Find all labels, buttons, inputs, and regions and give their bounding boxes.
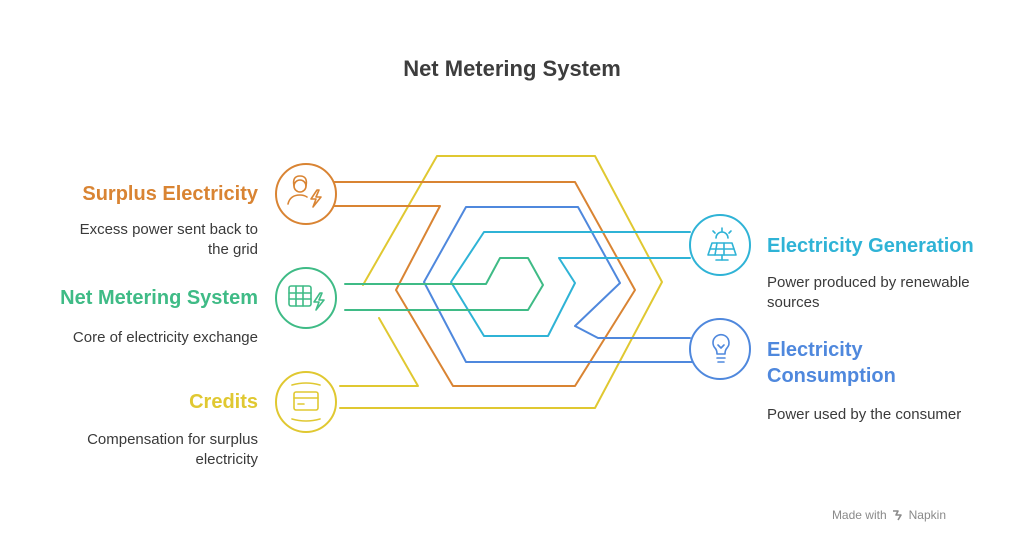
credits-description: Compensation for surplus electricity <box>87 431 258 468</box>
generation-description: Power produced by renewable sources <box>767 274 970 311</box>
net-metering-flow-line <box>344 257 544 311</box>
person-lightning-icon <box>287 175 322 208</box>
footer-credit: Made with Napkin <box>832 508 946 522</box>
credits-node <box>275 371 337 433</box>
credits-label: Credits <box>189 391 258 413</box>
credits-return-line <box>339 317 419 387</box>
generation-flow-line <box>450 231 691 337</box>
consumption-node <box>689 318 751 380</box>
credit-card-icon <box>291 382 321 422</box>
footer-text: Made with <box>831 508 887 522</box>
surplus-node <box>275 163 337 225</box>
surplus-description: Excess power sent back to the grid <box>79 221 258 258</box>
consumption-label: Electricity Consumption <box>767 339 896 387</box>
napkin-logo-icon <box>892 510 902 521</box>
consumption-description: Power used by the consumer <box>767 406 962 423</box>
net-metering-label: Net Metering System <box>60 287 258 309</box>
consumption-flow-line <box>423 206 698 363</box>
generation-label: Electricity Generation <box>767 235 974 257</box>
footer-brand: Napkin <box>908 508 946 522</box>
net-metering-node <box>275 267 337 329</box>
solar-panel-icon <box>707 227 737 261</box>
surplus-flow-line <box>329 181 636 387</box>
net-metering-description: Core of electricity exchange <box>72 329 258 346</box>
credits-flow-line <box>339 155 663 409</box>
generation-node <box>689 214 751 276</box>
grid-lightning-icon <box>288 285 325 311</box>
light-bulb-icon <box>712 333 730 363</box>
surplus-label: Surplus Electricity <box>82 183 258 205</box>
page-title: Net Metering System <box>403 56 621 81</box>
